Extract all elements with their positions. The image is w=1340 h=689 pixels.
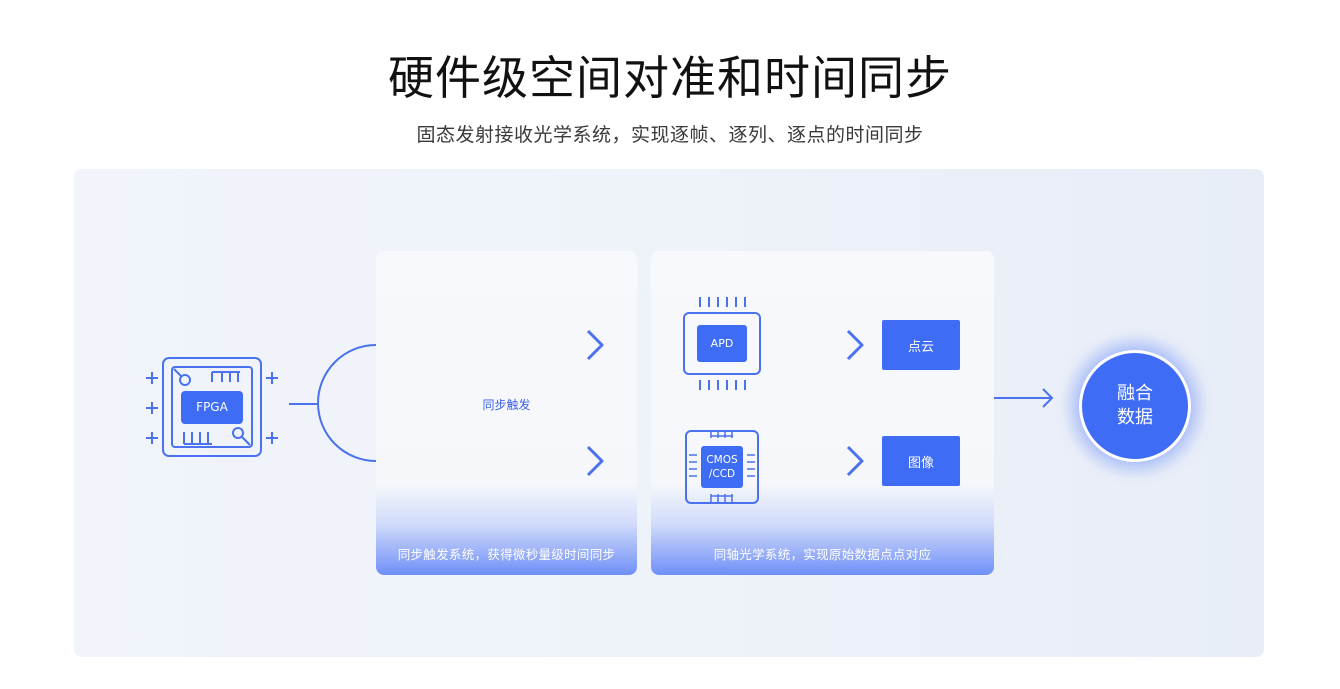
apd-label-box: [697, 325, 747, 362]
page-subtitle: 固态发射接收光学系统，实现逐帧、逐列、逐点的时间同步: [416, 124, 924, 146]
sync-trigger-label: 同步触发: [482, 398, 531, 412]
page-title: 硬件级空间对准和时间同步: [388, 51, 952, 105]
fusion-data-circle: 融合 数据: [1079, 350, 1191, 462]
cmos-label-box: [701, 446, 743, 488]
fpga-chip-icon: [146, 357, 278, 457]
fpga-label: FPGA: [196, 400, 228, 414]
sync-trigger-caption: 同步触发系统，获得微秒量级时间同步: [397, 547, 616, 562]
cmos-to-image-arrow: [778, 445, 864, 477]
image-box: 图像: [882, 436, 960, 486]
cmos-chip-icon: [685, 430, 759, 504]
fusion-label-line1: 融合: [1117, 383, 1153, 404]
fpga-label-box: [181, 391, 243, 424]
point-cloud-box: 点云: [882, 320, 960, 370]
sync-arrow-bottom: [416, 445, 604, 477]
sync-arrow-top: [416, 329, 604, 361]
apd-to-point-cloud-arrow: [778, 329, 864, 361]
fusion-label-line2: 数据: [1117, 407, 1153, 428]
sync-trigger-card: 同步触发系统，获得微秒量级时间同步: [376, 251, 637, 575]
apd-chip-icon: [683, 297, 761, 390]
coaxial-optics-caption: 同轴光学系统，实现原始数据点点对应: [713, 547, 932, 562]
to-fusion-arrow: [994, 388, 1054, 408]
fork-connector: [289, 344, 377, 462]
apd-label: APD: [710, 337, 734, 350]
cmos-label-line1: CMOS: [706, 454, 738, 466]
cmos-label-line2: /CCD: [708, 468, 736, 480]
